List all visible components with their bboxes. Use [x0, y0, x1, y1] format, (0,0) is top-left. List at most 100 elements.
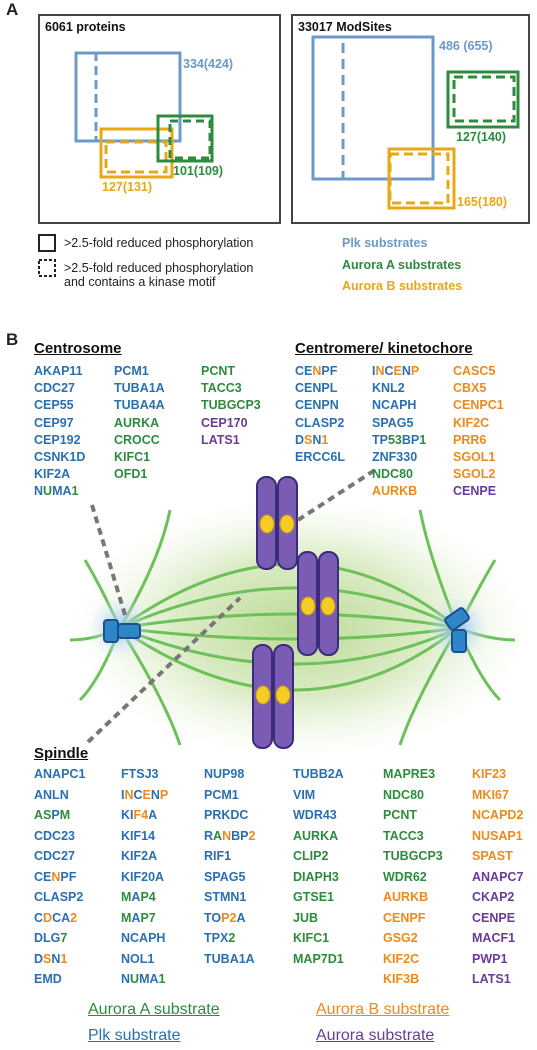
gene-segment: FTSJ3	[121, 767, 159, 781]
gene-segment: CENPC1	[453, 398, 504, 413]
gene-segment: N	[312, 364, 322, 378]
gene-label: KIF2C	[453, 416, 489, 431]
gene-segment: F	[133, 808, 142, 822]
gene-segment: CEP170	[201, 415, 248, 430]
gene-label: NCAPD2	[472, 808, 523, 823]
gene-segment: PCNT	[201, 364, 236, 378]
gene-segment: R	[204, 828, 214, 843]
gene-label: CENPF	[34, 870, 76, 885]
legend-auroraB: Aurora B substrates	[342, 279, 463, 293]
gene-segment: TUBGCP3	[201, 398, 261, 413]
gene-segment: MA	[139, 972, 159, 986]
gene-segment: ANAPC1	[34, 767, 86, 781]
gene-segment: S	[304, 432, 313, 447]
gene-label: KIF20A	[121, 870, 164, 885]
gene-label: TOP2A	[204, 911, 245, 926]
gene-label: CENPF	[383, 911, 425, 926]
proteins-venn-box	[38, 14, 281, 224]
gene-segment: U	[130, 972, 140, 986]
gene-label: DSN1	[34, 952, 67, 967]
gene-label: TUBA1A	[114, 381, 165, 396]
gene-segment: WDR62	[383, 869, 427, 884]
gene-segment: SPAST	[472, 849, 513, 863]
gene-segment: TP	[372, 432, 388, 447]
gene-label: TUBGCP3	[201, 398, 261, 413]
gene-segment: CDC27	[34, 381, 75, 396]
gene-segment: 1	[321, 432, 329, 447]
gene-segment: NCAPH	[121, 931, 166, 945]
gene-segment: CLASP2	[34, 890, 84, 904]
modsites-title: 33017 ModSites	[298, 20, 392, 34]
gene-segment: NDC80	[372, 467, 413, 482]
gene-label: CKAP2	[472, 890, 514, 905]
gene-segment: EMD	[34, 972, 62, 986]
gene-label: AURKA	[114, 416, 159, 431]
gene-segment: PRR6	[453, 432, 487, 447]
gene-segment: N	[34, 484, 44, 499]
gene-label: MKI67	[472, 788, 509, 803]
centrosome-header: Centrosome	[34, 340, 122, 357]
gene-segment: E	[393, 364, 402, 378]
gene-label: SGOL1	[453, 450, 495, 465]
gene-label: CEP55	[34, 398, 74, 413]
gene-segment: CLIP2	[293, 849, 329, 863]
gene-label: CBX5	[453, 381, 486, 396]
gene-label: ZNF330	[372, 450, 417, 465]
gene-label: TUBB2A	[293, 767, 344, 782]
gene-label: LATS1	[201, 433, 240, 448]
gene-segment: CBX5	[453, 381, 487, 396]
gene-segment: KIF2C	[453, 415, 490, 430]
gene-segment: 1	[71, 484, 79, 499]
gene-segment: N	[312, 432, 322, 447]
gene-segment: 2	[70, 910, 78, 925]
gene-segment: 2	[248, 828, 256, 843]
legend-dotted-square	[38, 259, 56, 277]
gene-segment: ERCC6L	[295, 450, 346, 464]
gene-segment: KIFC1	[293, 931, 330, 945]
gene-label: NDC80	[383, 788, 424, 803]
gene-label: KIF23	[472, 767, 506, 782]
gene-label: STMN1	[204, 890, 246, 905]
modsites-plk-count: 486 (655)	[439, 39, 493, 53]
gene-segment: LATS1	[201, 432, 240, 447]
gene-label: VIM	[293, 788, 315, 803]
gene-label: KIFC1	[114, 450, 150, 465]
gene-label: TUBA1A	[204, 952, 255, 967]
gene-label: KIF14	[121, 829, 155, 844]
gene-segment: TUBA1A	[114, 381, 165, 396]
gene-segment: ANAPC7	[472, 869, 524, 884]
gene-label: CLIP2	[293, 849, 328, 864]
spindle-header: Spindle	[34, 745, 89, 762]
gene-segment: D	[43, 910, 53, 925]
gene-segment: TPX	[204, 931, 229, 945]
gene-segment: U	[43, 484, 53, 499]
gene-label: EMD	[34, 972, 62, 987]
gene-segment: CKAP2	[472, 890, 515, 904]
gene-segment: P	[221, 910, 230, 925]
gene-segment: C	[34, 910, 44, 925]
gene-segment: N	[150, 787, 160, 802]
gene-segment: JUB	[293, 910, 319, 925]
gene-label: RANBP2	[204, 829, 255, 844]
gene-segment: KIF2C	[383, 951, 420, 966]
gene-segment: TACC3	[383, 828, 424, 843]
gene-segment: CA	[52, 910, 71, 925]
gene-segment: MAPRE3	[383, 767, 436, 781]
gene-label: WDR43	[293, 808, 337, 823]
gene-label: AURKB	[383, 890, 428, 905]
gene-label: TACC3	[383, 829, 424, 844]
gene-segment: AURKA	[114, 415, 160, 430]
modsites-auroraA-count: 127(140)	[456, 130, 507, 144]
gene-label: DIAPH3	[293, 870, 339, 885]
gene-segment: 53	[387, 432, 402, 447]
gene-segment: SPAG5	[204, 869, 246, 884]
gene-segment: SPAG5	[372, 415, 414, 430]
gene-label: CLASP2	[34, 890, 83, 905]
gene-label: CEP192	[34, 433, 81, 448]
gene-segment: KIF2A	[34, 467, 71, 482]
gene-segment: CE	[295, 364, 313, 378]
gene-label: LATS1	[472, 972, 511, 987]
gene-segment: TUBGCP3	[383, 849, 443, 863]
gene-segment: N	[401, 364, 411, 378]
gene-segment: KIFC1	[114, 450, 151, 464]
